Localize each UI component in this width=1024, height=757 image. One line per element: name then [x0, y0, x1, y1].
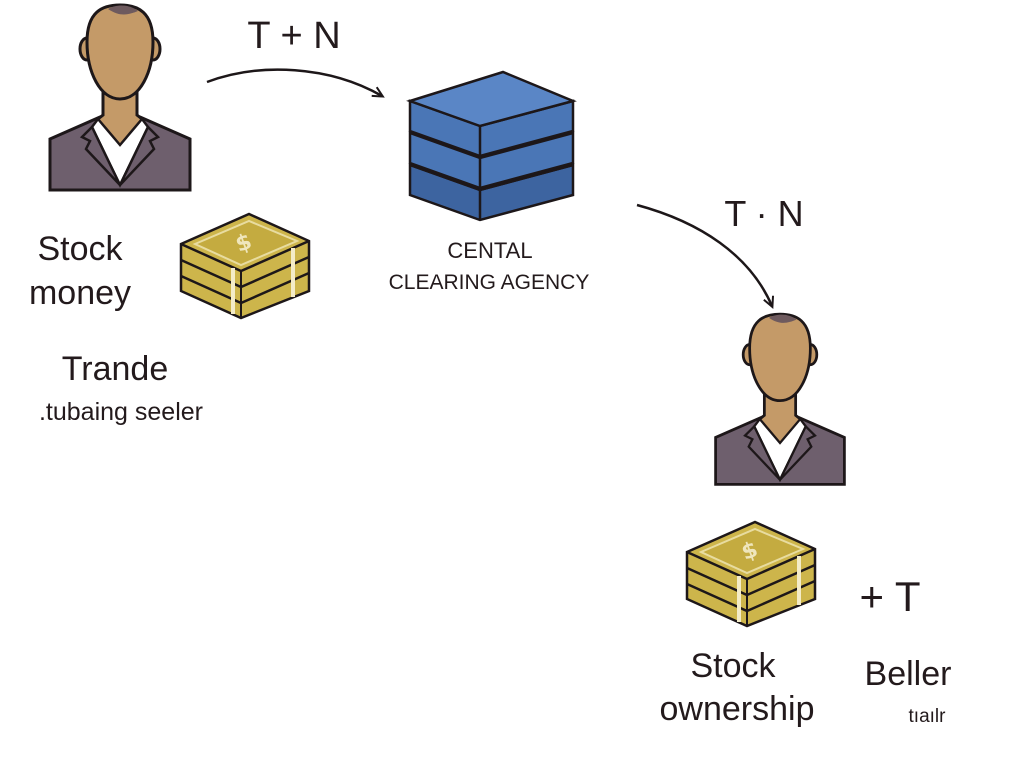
arrow-right-label: T · N — [724, 193, 803, 234]
right-title: Beller — [865, 655, 952, 693]
left-title: Trande — [62, 350, 168, 388]
seller-person-icon — [714, 312, 846, 486]
curved-arrow-icon — [206, 68, 385, 98]
money-stack-icon — [685, 520, 817, 628]
left-subtitle: .tubaing seeler — [39, 398, 203, 426]
curved-arrow-icon — [636, 203, 775, 309]
right-subtitle: tıaılr — [909, 706, 947, 727]
bottom-label-line2: ownership — [660, 690, 815, 728]
plus-t-label: + T — [859, 573, 920, 620]
money-stack-icon — [179, 212, 311, 320]
bottom-label-line1: Stock — [690, 647, 776, 685]
left-label-line1: Stock — [37, 230, 123, 268]
agency-line1: CENTAL — [447, 238, 532, 263]
trader-person-icon — [48, 3, 192, 192]
arrow-top-label: T + N — [247, 15, 340, 57]
agency-line2: CLEARING AGENCY — [389, 271, 590, 294]
server-stack-icon — [406, 70, 577, 222]
left-label-line2: money — [29, 274, 131, 312]
